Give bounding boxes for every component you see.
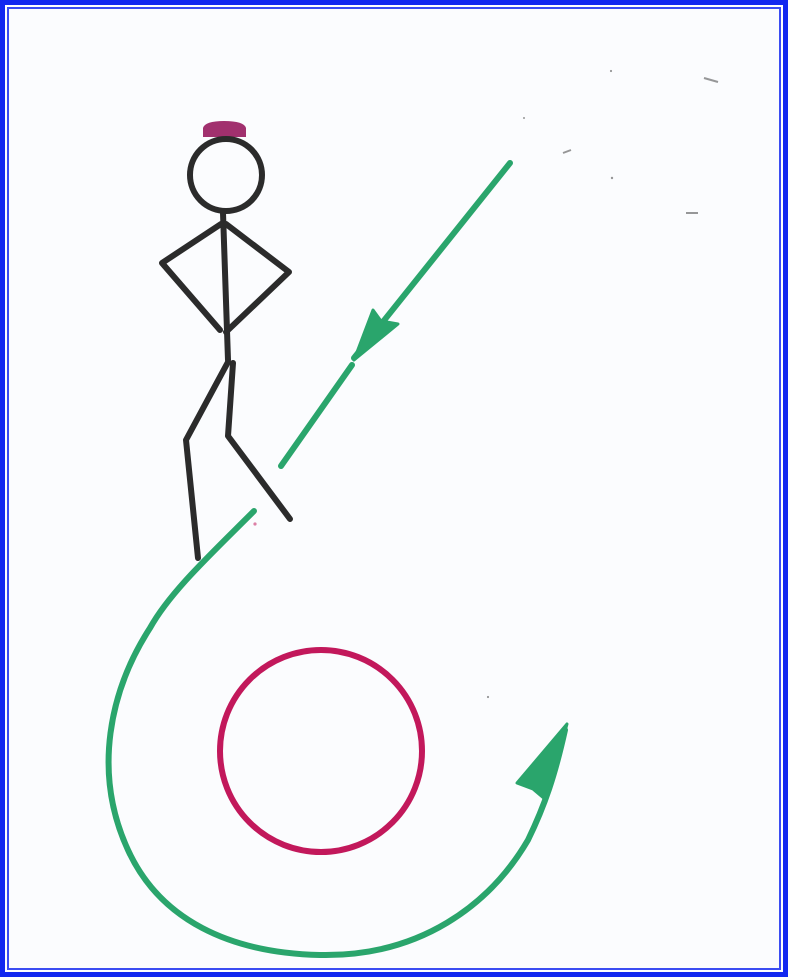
approach-arrow-line-lower (281, 365, 352, 466)
paper-specks (253, 70, 718, 698)
target-circle (220, 650, 422, 852)
figure-head (190, 139, 262, 211)
approach-arrow (281, 163, 510, 466)
figure-body (223, 213, 228, 360)
figure-left-arm (162, 224, 221, 330)
cap (203, 121, 246, 137)
curved-arrow-line (109, 511, 565, 955)
approach-arrowhead (354, 310, 398, 360)
stick-figure (162, 139, 290, 558)
figure-left-leg (186, 362, 228, 558)
figure-right-arm (226, 224, 289, 332)
figure-right-leg (228, 363, 290, 519)
